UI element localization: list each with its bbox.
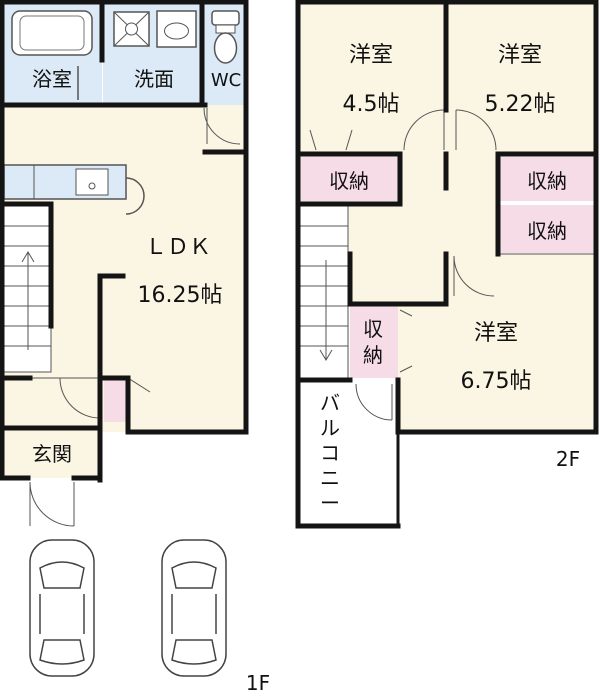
western-room-a-name: 洋室	[349, 43, 393, 68]
ldk-name-label: ＬＤＫ	[145, 235, 211, 260]
balcony-label: バ ル コ ニ ー	[320, 391, 340, 515]
floor-1-label: 1F	[246, 671, 270, 695]
storage-1-label: 収納	[329, 169, 369, 193]
balcony-char: バ	[320, 391, 340, 415]
car-icon	[161, 539, 227, 677]
ldk-storage-area	[104, 378, 128, 422]
balcony-char: コ	[320, 441, 340, 465]
balcony-char: ー	[320, 491, 340, 515]
wash-basin	[156, 10, 197, 48]
bath-label: 浴室	[32, 67, 72, 91]
staircase-2f	[299, 205, 349, 379]
western-room-a-area	[298, 4, 446, 154]
balcony-area	[298, 380, 398, 526]
floor-2: 洋室 4.5帖 洋室 5.22帖 収納 収納 収納 収 納 洋室 6.75帖 バ…	[295, 0, 599, 529]
storage-1-area	[300, 157, 400, 201]
western-room-b-name: 洋室	[498, 43, 542, 68]
entrance-label: 玄関	[32, 442, 72, 466]
toilet-icon	[211, 10, 240, 64]
floor-2-label: 2F	[556, 447, 580, 471]
western-room-c-size: 6.75帖	[461, 369, 532, 394]
storage-4-label-line2: 納	[363, 343, 383, 367]
car-icon	[29, 539, 95, 677]
staircase-1f	[3, 205, 52, 373]
storage-3-label: 収納	[527, 219, 567, 243]
western-room-c-area	[398, 254, 594, 430]
ldk-size-label: 16.25帖	[138, 283, 223, 308]
balcony-char: ニ	[320, 466, 340, 490]
storage-3-area	[500, 205, 594, 253]
western-room-a-size: 4.5帖	[343, 92, 400, 117]
wc-label: WC	[211, 70, 241, 91]
western-room-b-size: 5.22帖	[485, 92, 556, 117]
floor-1: 浴室 洗面 WC ＬＤＫ 16.25帖 玄関 1F	[0, 0, 270, 695]
storage-2-label: 収納	[527, 169, 567, 193]
kitchen-counter	[3, 164, 145, 215]
entrance-area	[2, 428, 100, 478]
bathtub	[11, 10, 93, 56]
western-room-b-area	[446, 4, 594, 154]
storage-2-area	[500, 157, 594, 201]
balcony-char: ル	[320, 416, 340, 440]
washroom-label: 洗面	[134, 67, 174, 91]
western-room-c-name: 洋室	[474, 321, 518, 346]
storage-4-label-line1: 収	[363, 317, 383, 341]
storage-4-area	[350, 306, 398, 378]
